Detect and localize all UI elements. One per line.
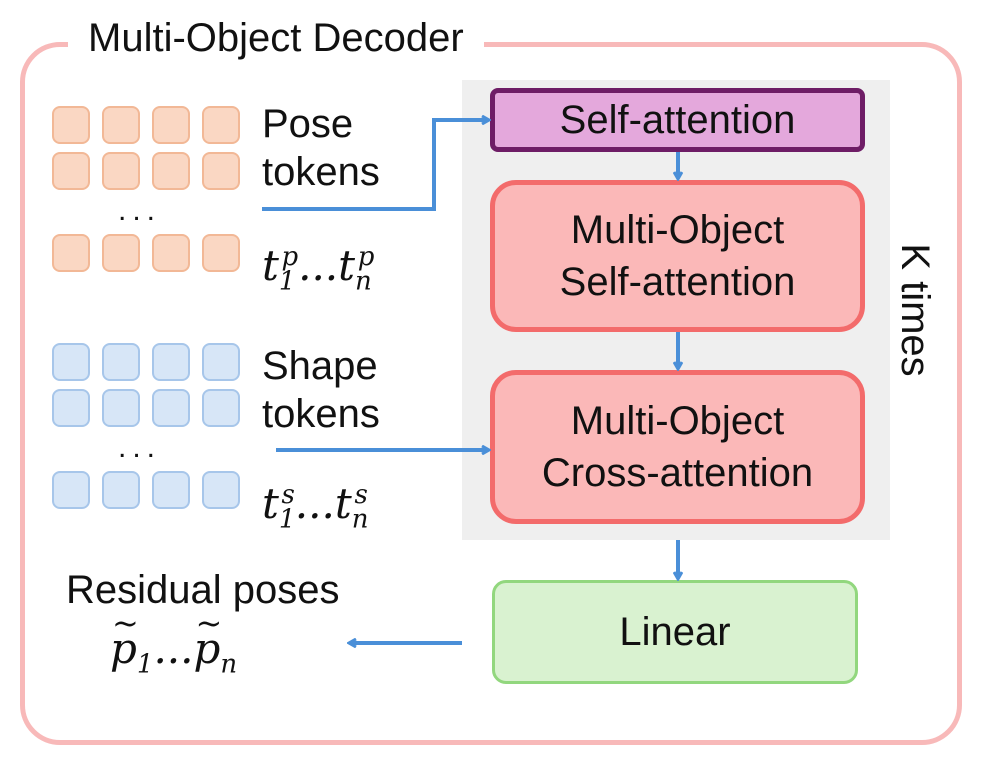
decoder-frame bbox=[20, 42, 962, 745]
multi-object-self-attention-line2: Self-attention bbox=[559, 260, 796, 304]
pose-token bbox=[52, 106, 90, 144]
linear-block: Linear bbox=[492, 580, 858, 684]
pose-token bbox=[152, 106, 190, 144]
pose-token bbox=[52, 152, 90, 190]
pose-tokens-label-line2: tokens bbox=[262, 150, 380, 194]
self-attention-label: Self-attention bbox=[559, 98, 796, 142]
residual-pose-sequence: p1...pn bbox=[110, 598, 237, 689]
shape-token bbox=[202, 389, 240, 427]
pose-token bbox=[202, 234, 240, 272]
multi-object-cross-attention-block: Multi-Object Cross-attention bbox=[490, 370, 865, 524]
multi-object-self-attention-line1: Multi-Object bbox=[570, 208, 785, 252]
shape-tokens-label-line1: Shape bbox=[262, 344, 378, 388]
pose-tokens-label: Pose tokens bbox=[262, 100, 380, 196]
pose-token bbox=[202, 106, 240, 144]
pose-token-last-row bbox=[52, 234, 240, 272]
shape-token-grid bbox=[52, 343, 240, 427]
shape-token-sequence: t1s...tns bbox=[262, 479, 369, 535]
pose-to-self-attention-arrow bbox=[262, 120, 488, 211]
pose-token bbox=[52, 234, 90, 272]
shape-token bbox=[52, 471, 90, 509]
multi-object-cross-attention-line2: Cross-attention bbox=[541, 451, 814, 495]
shape-token bbox=[152, 471, 190, 509]
shape-token bbox=[152, 343, 190, 381]
shape-token bbox=[52, 343, 90, 381]
shape-tokens-label-line2: tokens bbox=[262, 392, 380, 436]
pose-token-sequence: t1p...tnp bbox=[262, 241, 375, 297]
pose-tokens-label-line1: Pose bbox=[262, 102, 354, 146]
pose-token bbox=[152, 152, 190, 190]
self-attention-block: Self-attention bbox=[490, 88, 865, 152]
shape-token-last-row bbox=[52, 471, 240, 509]
pose-token bbox=[152, 234, 190, 272]
shape-token bbox=[102, 343, 140, 381]
pose-token bbox=[102, 234, 140, 272]
linear-label: Linear bbox=[619, 610, 731, 654]
multi-object-self-attention-block: Multi-Object Self-attention bbox=[490, 180, 865, 332]
multi-object-cross-attention-line1: Multi-Object bbox=[570, 399, 785, 443]
shape-token bbox=[102, 471, 140, 509]
shape-token bbox=[202, 471, 240, 509]
pose-token bbox=[102, 152, 140, 190]
decoder-title: Multi-Object Decoder bbox=[68, 12, 484, 64]
shape-tokens-label: Shape tokens bbox=[262, 342, 380, 438]
shape-token bbox=[102, 389, 140, 427]
pose-token bbox=[202, 152, 240, 190]
pose-token bbox=[102, 106, 140, 144]
pose-token-grid bbox=[52, 106, 240, 190]
shape-token bbox=[52, 389, 90, 427]
pose-token-ellipsis: ... bbox=[118, 194, 162, 227]
shape-token bbox=[152, 389, 190, 427]
shape-token bbox=[202, 343, 240, 381]
shape-token-ellipsis: ... bbox=[118, 431, 162, 464]
